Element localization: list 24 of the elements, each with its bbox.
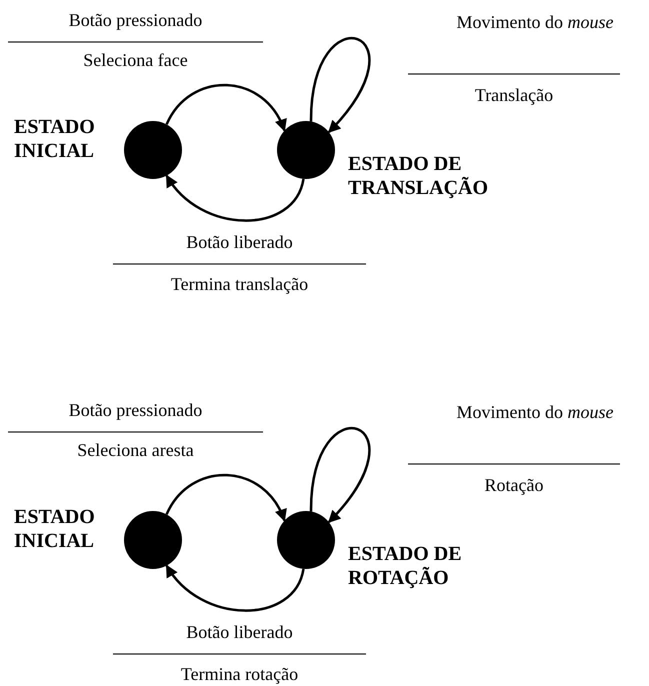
state-label: ESTADO DE TRANSLAÇÃO	[348, 152, 490, 200]
transition-arrow	[166, 174, 305, 222]
transition-label: Rotação	[484, 474, 544, 496]
transition-label: Termina translação	[170, 273, 310, 295]
transition-label: Translação	[474, 84, 554, 106]
transition-label: Seleciona face	[82, 49, 189, 71]
transition-arrow	[166, 564, 305, 612]
transition-label: Botão pressionado	[68, 9, 204, 31]
state-label: ESTADO DE ROTAÇÃO	[348, 542, 463, 590]
transition-arrow	[310, 427, 370, 524]
transition-arrow	[310, 37, 370, 134]
state-circle	[277, 121, 335, 179]
transition-label: Movimento do mouse	[456, 401, 614, 423]
transition-arrow	[166, 84, 286, 132]
transition-label: Botão pressionado	[68, 399, 204, 421]
transition-label: Movimento do mouse	[456, 11, 614, 33]
transition-label: Seleciona aresta	[76, 439, 195, 461]
state-label: ESTADO INICIAL	[14, 115, 96, 163]
transition-arrow	[166, 474, 286, 522]
state-circle	[277, 511, 335, 569]
transition-label: Botão liberado	[185, 231, 294, 253]
state-label: ESTADO INICIAL	[14, 505, 96, 553]
transition-label: Termina rotação	[180, 663, 300, 685]
transition-label: Botão liberado	[185, 621, 294, 643]
